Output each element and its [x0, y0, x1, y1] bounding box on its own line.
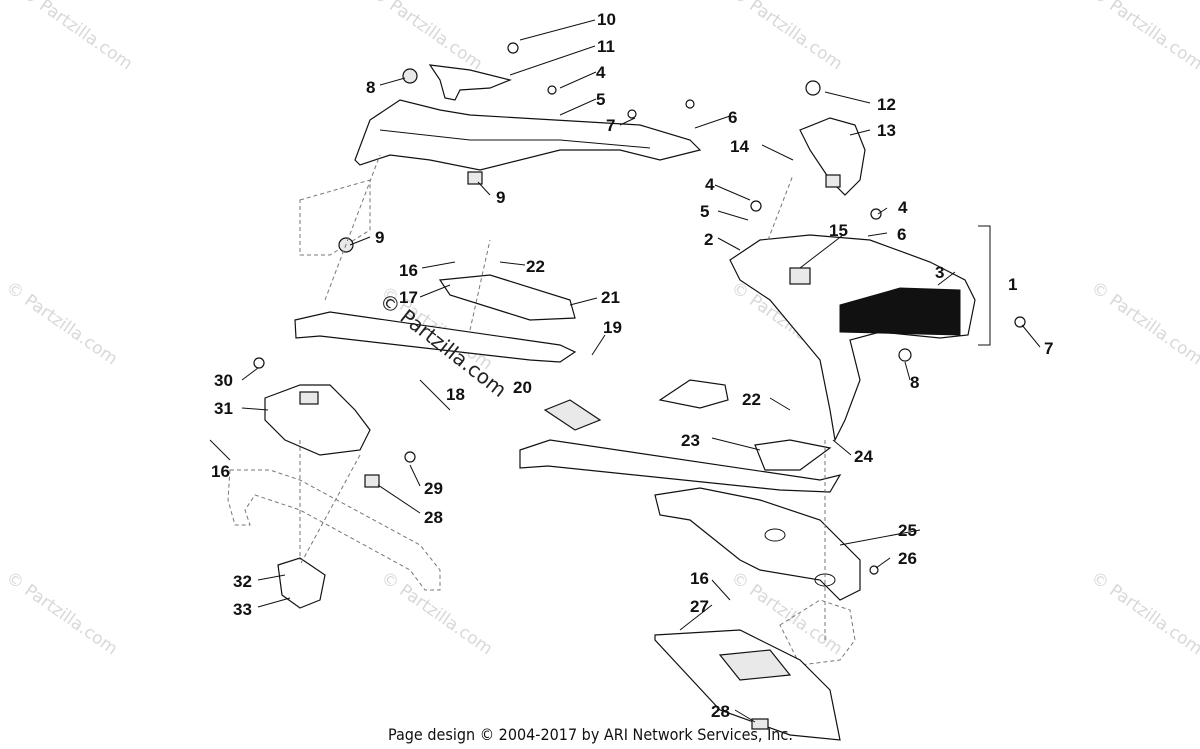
part-21-plate	[438, 274, 576, 321]
part-1-bracket-line	[978, 225, 991, 346]
part-23-plate	[658, 379, 729, 409]
callout-18: 18	[446, 385, 465, 404]
watermark-tile: © Partzilla.com	[1087, 278, 1200, 370]
callout-2: 2	[704, 230, 713, 249]
callout-30: 30	[214, 371, 233, 390]
callout-16: 16	[690, 569, 709, 588]
callout-29: 29	[424, 479, 443, 498]
fasteners	[253, 42, 1026, 575]
part-13-cover	[799, 117, 866, 196]
part-28-clip-left	[364, 474, 380, 488]
part-32-bracket	[277, 557, 326, 609]
callout-17: 17	[399, 288, 418, 307]
watermark-tile: © Partzilla.com	[1087, 0, 1200, 74]
part-2-upper-panel	[354, 99, 702, 171]
callout-28: 28	[711, 702, 730, 721]
callout-10: 10	[597, 10, 616, 29]
part-3-right-panel	[729, 234, 976, 442]
watermark-tile: © Partzilla.com	[367, 0, 486, 74]
callout-4: 4	[596, 63, 606, 82]
callout-16: 16	[211, 462, 230, 481]
callout-9: 9	[496, 188, 505, 207]
callout-9: 9	[375, 228, 384, 247]
callout-5: 5	[700, 202, 709, 221]
watermark-tile: © Partzilla.com	[727, 0, 846, 74]
callout-22: 22	[742, 390, 761, 409]
callout-23: 23	[681, 431, 700, 450]
leader-lines	[209, 19, 1041, 723]
callout-11: 11	[597, 37, 615, 56]
callout-15: 15	[829, 221, 848, 240]
callout-13: 13	[877, 121, 896, 140]
callout-31: 31	[214, 399, 233, 418]
callout-8: 8	[366, 78, 375, 97]
callout-4: 4	[898, 198, 908, 217]
callout-32: 32	[233, 572, 252, 591]
callout-4: 4	[705, 175, 715, 194]
callout-6: 6	[897, 225, 906, 244]
callout-8: 8	[910, 373, 919, 392]
part-28-clip-bottom	[751, 718, 769, 730]
watermark-tile: © Partzilla.com	[17, 0, 136, 74]
callout-19: 19	[603, 318, 622, 337]
watermark-tile: © Partzilla.com	[2, 568, 121, 660]
callout-12: 12	[877, 95, 896, 114]
part-20-grille	[543, 399, 602, 431]
callout-16: 16	[399, 261, 418, 280]
callout-5: 5	[596, 90, 605, 109]
part-27-skid-plate	[654, 629, 841, 741]
callout-layer: 1234445566778899101112131415161616171819…	[211, 10, 1053, 721]
part-17-bar	[294, 311, 577, 363]
callout-7: 7	[1044, 339, 1053, 358]
callout-20: 20	[513, 378, 532, 397]
callout-27: 27	[690, 597, 709, 616]
callout-1: 1	[1008, 275, 1017, 294]
watermark-tile: © Partzilla.com	[2, 278, 121, 370]
part-18-bar	[519, 439, 842, 493]
part-31-bracket	[264, 384, 371, 456]
callout-21: 21	[601, 288, 620, 307]
callout-28: 28	[424, 508, 443, 527]
part-24-tab	[754, 439, 832, 471]
callout-6: 6	[728, 108, 737, 127]
callout-14: 14	[730, 137, 749, 156]
callout-33: 33	[233, 600, 252, 619]
watermark-tile: © Partzilla.com	[1087, 568, 1200, 660]
ghost-frame-left	[227, 179, 441, 591]
callout-24: 24	[854, 447, 873, 466]
part-11-bracket	[428, 64, 512, 101]
callout-25: 25	[898, 521, 917, 540]
callout-26: 26	[898, 549, 917, 568]
page-footer: Page design © 2004-2017 by ARI Network S…	[388, 725, 793, 744]
callout-3: 3	[935, 263, 944, 282]
watermark-tile: © Partzilla.com	[377, 568, 496, 660]
callout-22: 22	[526, 257, 545, 276]
callout-7: 7	[606, 116, 615, 135]
